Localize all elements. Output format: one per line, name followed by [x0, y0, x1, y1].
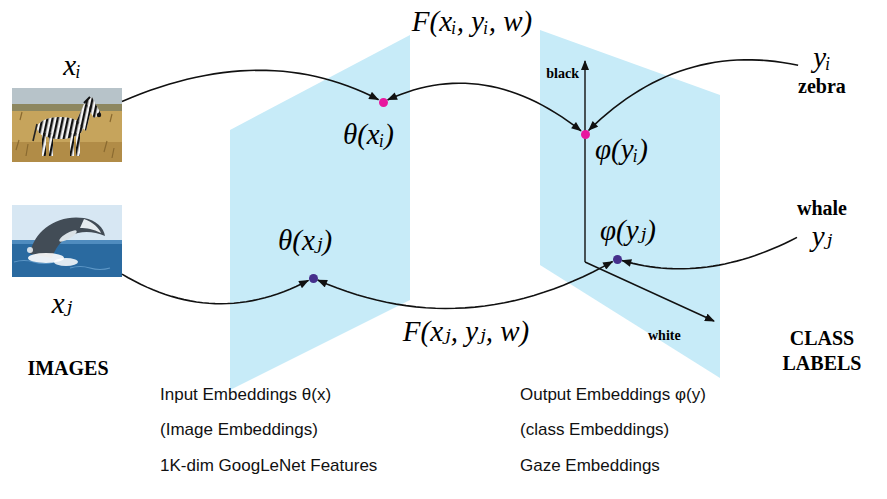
group-heading: CLASS LABELS	[764, 326, 880, 376]
plane-caption: (Image Embeddings)	[160, 420, 318, 440]
image-frame: xᵢ	[12, 88, 122, 162]
zebra	[33, 97, 101, 156]
embedding-point: φ(yⱼ)	[613, 255, 622, 264]
score-function: F(xᵢ, yᵢ, w)	[412, 6, 532, 38]
embedding-point: θ(xⱼ)	[309, 274, 318, 283]
zebra-mane	[84, 97, 90, 103]
class-label: yᵢzebra	[798, 42, 846, 99]
point-label: φ(yⱼ)	[600, 215, 656, 247]
plane-shape	[228, 33, 412, 393]
embedding-plane: θ(xᵢ)θ(xⱼ)Input Embeddings θ(x)(Image Em…	[228, 33, 412, 393]
plane-fill	[230, 35, 410, 390]
plane-fill	[540, 30, 720, 378]
zebra-stripes	[37, 97, 101, 156]
plane-caption: Input Embeddings θ(x)	[160, 385, 331, 405]
splash	[27, 247, 33, 253]
axis-label: white	[648, 328, 681, 344]
plane-caption: (class Embeddings)	[520, 420, 669, 440]
zebra-photo	[12, 88, 122, 162]
sea	[12, 240, 122, 277]
plane-caption: Gaze Embeddings	[520, 456, 660, 476]
plane-caption: 1K-dim GoogLeNet Features	[160, 456, 377, 476]
whale-fin	[58, 228, 78, 243]
plane-caption: Output Embeddings φ(y)	[520, 385, 706, 405]
point-label: θ(xᵢ)	[343, 119, 394, 151]
variable-label: yⱼ	[812, 221, 833, 253]
horizon	[12, 240, 122, 244]
axis-label: black	[546, 66, 579, 82]
score-function: F(xⱼ, yⱼ, w)	[403, 316, 529, 348]
zebra-body	[37, 97, 101, 156]
tree-line	[12, 104, 122, 111]
class-name: whale	[797, 196, 847, 221]
point-label: φ(yᵢ)	[595, 134, 648, 166]
embedding-point: φ(yᵢ)	[581, 130, 590, 139]
zebra-nose	[97, 113, 101, 117]
variable-label: xᵢ	[63, 50, 80, 82]
whale-photo	[12, 205, 122, 277]
class-label: whaleyⱼ	[797, 196, 847, 253]
grass	[12, 104, 122, 162]
whale-belly	[80, 219, 101, 233]
embedding-point: θ(xᵢ)	[379, 98, 388, 107]
grass-blades	[16, 112, 114, 158]
whale-body	[30, 217, 105, 258]
image-frame: xⱼ	[12, 205, 122, 277]
zebra-tail	[33, 124, 37, 141]
class-name: zebra	[798, 74, 846, 99]
point-label: θ(xⱼ)	[278, 225, 332, 257]
variable-label: yᵢ	[813, 42, 830, 74]
group-heading: IMAGES	[27, 356, 108, 381]
variable-label: xⱼ	[52, 288, 73, 320]
splash	[54, 258, 78, 266]
axis-arrow	[584, 61, 585, 262]
